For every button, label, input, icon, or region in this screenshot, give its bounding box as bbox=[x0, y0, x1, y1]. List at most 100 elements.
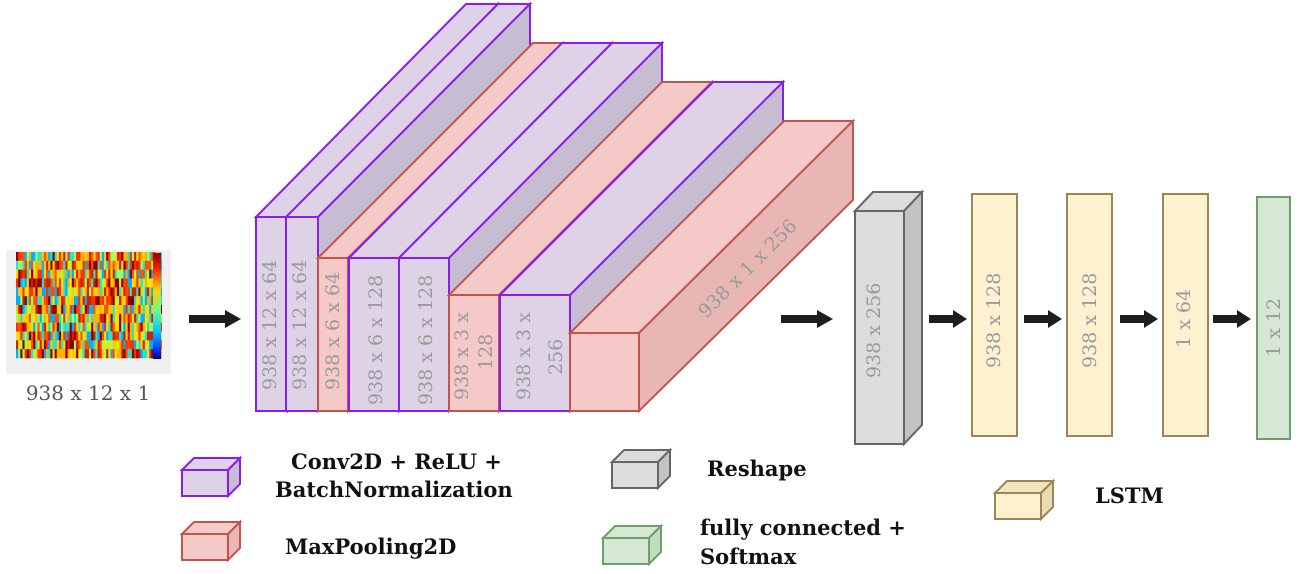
heatmap-cell bbox=[86, 322, 90, 332]
heatmap-cell bbox=[63, 260, 66, 270]
heatmap-cell bbox=[121, 260, 124, 270]
heatmap-cell bbox=[99, 287, 103, 297]
heatmap-cell bbox=[31, 252, 34, 262]
heatmap-cell bbox=[20, 305, 23, 315]
heatmap-cell bbox=[56, 340, 60, 350]
heatmap-cell bbox=[80, 252, 83, 262]
heatmap-cell bbox=[22, 313, 25, 323]
heatmap-cell bbox=[41, 287, 45, 297]
heatmap-cell bbox=[149, 331, 152, 341]
heatmap-cell bbox=[86, 331, 90, 341]
heatmap-cell bbox=[35, 296, 38, 306]
heatmap-cell bbox=[131, 331, 135, 341]
heatmap-cell bbox=[116, 296, 120, 306]
heatmap-cell bbox=[48, 269, 51, 279]
heatmap-cell bbox=[82, 287, 86, 297]
heatmap-cell bbox=[82, 322, 86, 332]
heatmap-cell bbox=[91, 331, 94, 341]
heatmap-cell bbox=[101, 296, 105, 306]
heatmap-cell bbox=[26, 313, 30, 323]
heatmap-cell bbox=[140, 269, 143, 279]
heatmap-cell bbox=[127, 340, 131, 350]
heatmap-cell bbox=[46, 349, 49, 359]
heatmap-cell bbox=[106, 260, 109, 270]
heatmap-cell bbox=[54, 322, 58, 332]
heatmap-cell bbox=[134, 269, 137, 279]
heatmap-cell bbox=[52, 269, 55, 279]
heatmap-cell bbox=[71, 252, 75, 262]
heatmap-cell bbox=[43, 313, 47, 323]
heatmap-cell bbox=[106, 296, 109, 306]
heatmap-cell bbox=[138, 252, 141, 262]
heatmap-cell bbox=[54, 331, 58, 341]
heatmap-cell bbox=[76, 340, 79, 350]
heatmap-cell bbox=[151, 322, 154, 332]
heatmap-cell bbox=[76, 287, 79, 297]
heatmap-cell bbox=[106, 313, 109, 323]
heatmap-cell bbox=[140, 296, 143, 306]
heatmap-cell bbox=[26, 349, 30, 359]
heatmap-cell bbox=[106, 322, 109, 332]
heatmap-cell bbox=[95, 296, 98, 306]
heatmap-cell bbox=[31, 331, 34, 341]
heatmap-cell bbox=[144, 340, 148, 350]
heatmap-cell bbox=[39, 260, 43, 270]
heatmap-cell bbox=[33, 260, 36, 270]
heatmap-cell bbox=[41, 331, 45, 341]
heatmap-cell bbox=[140, 305, 143, 315]
arrow-lstm2-to-lstm3 bbox=[1120, 310, 1158, 328]
heatmap-cell bbox=[46, 260, 49, 270]
heatmap-cell bbox=[127, 287, 131, 297]
heatmap-cell bbox=[134, 278, 137, 288]
heatmap-cell bbox=[22, 296, 25, 306]
heatmap-cell bbox=[91, 296, 94, 306]
heatmap-cell bbox=[71, 269, 75, 279]
heatmap-cell bbox=[22, 305, 25, 315]
heatmap-cell bbox=[33, 287, 36, 297]
heatmap-cell bbox=[89, 305, 92, 315]
heatmap-cell bbox=[93, 322, 96, 332]
heatmap-cell bbox=[37, 340, 40, 350]
heatmap-cell bbox=[48, 340, 51, 350]
heatmap-cell bbox=[121, 313, 124, 323]
heatmap-cell bbox=[73, 287, 77, 297]
heatmap-cell bbox=[123, 305, 126, 315]
heatmap-cell bbox=[61, 260, 64, 270]
heatmap-cell bbox=[24, 252, 28, 262]
heatmap-cell bbox=[28, 313, 32, 323]
heatmap-cell bbox=[61, 269, 64, 279]
heatmap-cell bbox=[39, 278, 43, 288]
heatmap-cell bbox=[46, 296, 49, 306]
heatmap-cell bbox=[28, 269, 32, 279]
heatmap-cell bbox=[138, 287, 141, 297]
heatmap-cell bbox=[114, 340, 118, 350]
heatmap-cell bbox=[144, 296, 148, 306]
heatmap-cell bbox=[127, 331, 131, 341]
heatmap-cell bbox=[65, 349, 68, 359]
heatmap-cell bbox=[18, 349, 21, 359]
heatmap-cell bbox=[35, 313, 38, 323]
heatmap-cell bbox=[101, 331, 105, 341]
heatmap-cell bbox=[142, 331, 146, 341]
heatmap-cell bbox=[129, 322, 133, 332]
heatmap-cell bbox=[140, 340, 143, 350]
heatmap-cell bbox=[108, 349, 111, 359]
heatmap-cell bbox=[123, 349, 126, 359]
heatmap-cell bbox=[146, 252, 150, 262]
heatmap-cell bbox=[112, 322, 116, 332]
conv-block-1-label: 938 x 12 x 64 bbox=[259, 260, 281, 390]
heatmap-cell bbox=[18, 260, 21, 270]
heatmap-cell bbox=[69, 340, 73, 350]
heatmap-cell bbox=[127, 349, 131, 359]
heatmap-cell bbox=[91, 278, 94, 288]
heatmap-cell bbox=[58, 269, 62, 279]
heatmap-cell bbox=[108, 278, 111, 288]
heatmap-cell bbox=[125, 322, 128, 332]
heatmap-cell bbox=[73, 331, 77, 341]
heatmap-cell bbox=[16, 340, 19, 350]
heatmap-cell bbox=[33, 278, 36, 288]
heatmap-cell bbox=[121, 296, 124, 306]
heatmap-cell bbox=[134, 340, 137, 350]
heatmap-cell bbox=[67, 252, 70, 262]
heatmap-cell bbox=[84, 296, 88, 306]
